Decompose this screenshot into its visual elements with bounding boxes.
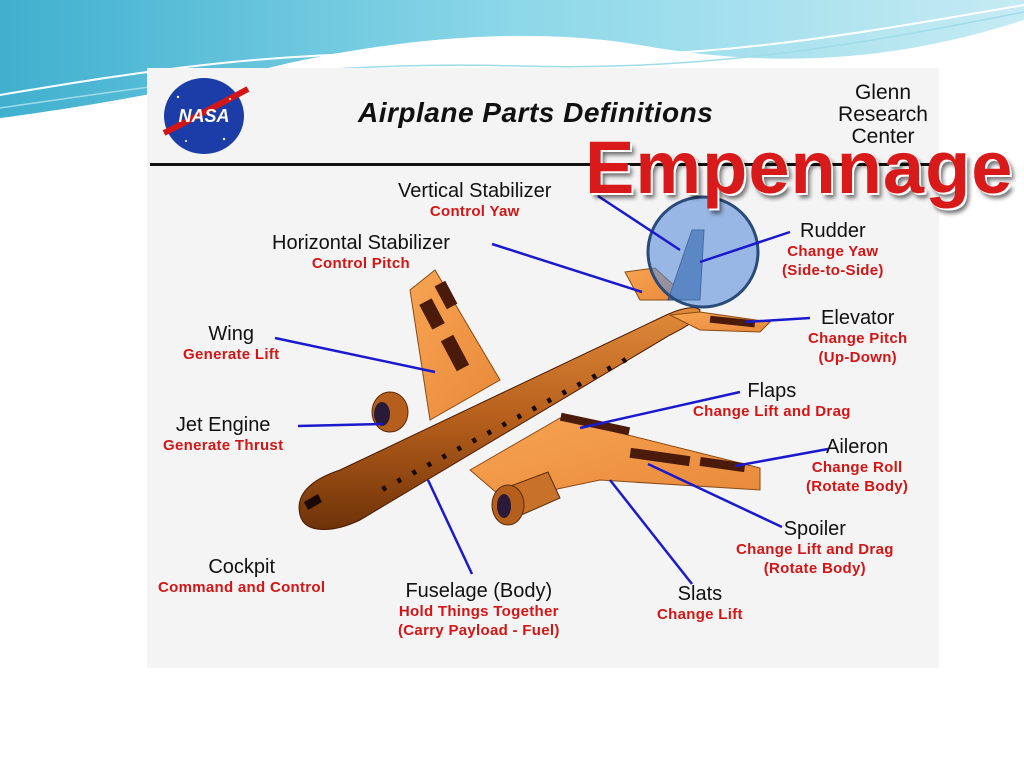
label-aileron: Aileron Change Roll (Rotate Body) [806, 436, 908, 496]
part-name: Aileron [825, 436, 889, 458]
part-name: Elevator [821, 307, 895, 329]
label-wing: Wing Generate Lift [183, 323, 279, 364]
part-name: Rudder [800, 220, 866, 242]
overlay-title: Empennage [585, 126, 1014, 209]
cabin-windows [381, 357, 628, 492]
org-line-1: Glenn [854, 81, 912, 104]
part-desc: Command and Control [158, 579, 326, 596]
label-horizontal-stabilizer: Horizontal Stabilizer Control Pitch [272, 232, 450, 273]
part-desc-2: (Carry Payload - Fuel) [398, 622, 560, 639]
part-name: Flaps [747, 380, 797, 402]
label-flaps: Flaps Change Lift and Drag [693, 380, 851, 421]
part-desc: Change Lift and Drag [736, 541, 894, 558]
part-desc: Generate Thrust [163, 437, 284, 454]
label-jet-engine: Jet Engine Generate Thrust [163, 414, 283, 455]
fuselage-shape [298, 307, 701, 530]
part-name: Cockpit [208, 556, 276, 578]
part-name: Spoiler [783, 518, 846, 540]
part-desc: Change Yaw [787, 243, 879, 260]
label-rudder: Rudder Change Yaw (Side-to-Side) [782, 220, 884, 280]
part-name: Fuselage (Body) [405, 580, 553, 602]
label-fuselage: Fuselage (Body) Hold Things Together (Ca… [398, 580, 560, 640]
part-name: Slats [677, 583, 723, 605]
near-engine [491, 471, 561, 526]
org-name: Glenn Research Center [828, 82, 938, 148]
part-name: Jet Engine [175, 414, 271, 436]
title-rule [150, 163, 940, 166]
part-desc-2: (Up-Down) [818, 349, 897, 366]
part-name: Horizontal Stabilizer [272, 232, 450, 254]
part-desc: Change Roll [811, 459, 903, 476]
part-desc: Change Lift [657, 606, 743, 623]
label-elevator: Elevator Change Pitch (Up-Down) [808, 307, 907, 367]
nasa-logo-text: NASA [178, 106, 229, 126]
label-vertical-stabilizer: Vertical Stabilizer Control Yaw [398, 180, 551, 221]
nasa-logo: NASA [162, 78, 250, 154]
part-desc-2: (Side-to-Side) [782, 262, 884, 279]
part-name: Wing [208, 323, 254, 345]
org-line-3: Center [851, 125, 915, 148]
diagram-panel [147, 68, 939, 668]
part-desc: Hold Things Together [398, 603, 559, 620]
label-spoiler: Spoiler Change Lift and Drag (Rotate Bod… [736, 518, 894, 578]
part-desc: Control Pitch [311, 255, 410, 272]
diagram-title: Airplane Parts Definitions [358, 97, 714, 128]
part-desc: Generate Lift [183, 346, 280, 363]
org-line-2: Research [838, 103, 928, 126]
part-desc-2: (Rotate Body) [806, 478, 909, 495]
part-desc-2: (Rotate Body) [763, 560, 866, 577]
cockpit-window [304, 494, 322, 510]
part-desc: Change Pitch [808, 330, 908, 347]
leader-lines [274, 194, 829, 585]
label-cockpit: Cockpit Command and Control [158, 556, 325, 597]
part-desc: Control Yaw [429, 203, 520, 220]
empennage-highlight [646, 195, 760, 309]
label-slats: Slats Change Lift [657, 583, 743, 624]
part-desc: Change Lift and Drag [693, 403, 851, 420]
part-name: Vertical Stabilizer [398, 180, 552, 202]
